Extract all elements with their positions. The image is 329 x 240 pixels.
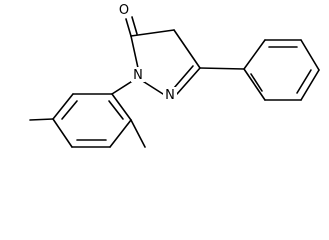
carbonyl-oxygen-label: O bbox=[119, 3, 129, 18]
phenyl-bond-4 bbox=[300, 69, 320, 101]
phenyl-double-inner-3 bbox=[250, 73, 263, 92]
oxygen-label-background bbox=[117, 1, 131, 17]
methyl-bond-ortho bbox=[130, 119, 146, 148]
aryl-bond-6 bbox=[111, 93, 132, 121]
bond-c5-c4 bbox=[130, 29, 175, 37]
bond-n2-n1 bbox=[140, 79, 164, 95]
aryl-bond-2 bbox=[52, 93, 74, 120]
ring-nitrogen-1-label: N bbox=[133, 68, 143, 83]
aryl-double-inner-1 bbox=[61, 100, 78, 120]
bond-n1-c5 bbox=[130, 35, 139, 69]
phenyl-double-inner-2 bbox=[296, 69, 312, 94]
nitrogen-1-label-background bbox=[131, 67, 145, 82]
nitrogen-2-label-background bbox=[163, 87, 177, 102]
bond-c4-c3 bbox=[173, 29, 201, 69]
bond-c5-o-double-b bbox=[131, 16, 138, 35]
aryl-bond-3 bbox=[52, 118, 73, 148]
bond-c3-n2-double-inner bbox=[173, 65, 194, 89]
bond-c3-n2-double bbox=[176, 67, 201, 95]
methyl-bond-para bbox=[29, 118, 54, 121]
aryl-double-inner-3 bbox=[108, 100, 124, 120]
phenyl-bond-3 bbox=[300, 39, 320, 71]
bond-n1-aryl bbox=[111, 79, 135, 95]
phenyl-bond-1 bbox=[243, 39, 266, 70]
bond-c5-o-double-a bbox=[125, 18, 132, 37]
aryl-bond-5 bbox=[109, 119, 132, 148]
phenyl-bond-6 bbox=[243, 68, 266, 101]
chemical-structure-diagram: O N N bbox=[29, 1, 320, 148]
bond-c3-phenyl bbox=[199, 67, 245, 70]
ring-nitrogen-2-label: N bbox=[165, 88, 175, 103]
